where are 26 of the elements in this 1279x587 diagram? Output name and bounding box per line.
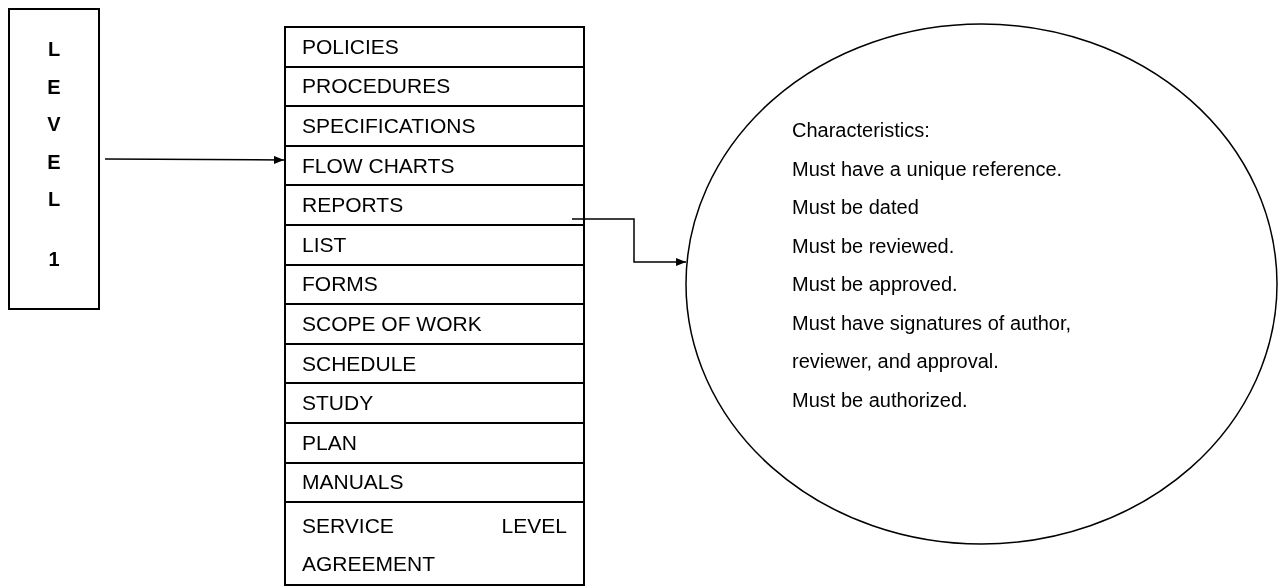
row-text: FLOW CHARTS: [302, 152, 455, 179]
row-text: SERVICE LEVEL AGREEMENT: [302, 513, 567, 578]
characteristic-text: Must have a unique reference.: [792, 156, 1064, 182]
vertical-label: LEVEL 1: [47, 37, 61, 272]
row-text: SCOPE OF WORK: [302, 310, 482, 337]
characteristic-text: Must be authorized.: [792, 387, 969, 413]
characteristic-text: Must be approved.: [792, 272, 959, 297]
characteristic-text: Must have signatures of author, reviewer, and approval.: [792, 310, 1073, 374]
characteristic-text: Must be dated: [792, 195, 920, 220]
row-text: REPORTS: [302, 192, 404, 219]
row-text: PROCEDURES: [302, 73, 451, 100]
row-text: FORMS: [302, 271, 378, 298]
list-box: [284, 26, 585, 586]
level-box: [8, 8, 100, 310]
characteristic-text: Must be reviewed.: [792, 233, 956, 259]
arrow: [104, 155, 285, 164]
row-text: POLICIES: [302, 33, 399, 60]
row-text: SCHEDULE: [302, 350, 417, 377]
heading-text: Characteristics:: [792, 118, 931, 143]
row-text: SPECIFICATIONS: [302, 113, 476, 139]
row-text: STUDY: [302, 390, 374, 417]
row-text: PLAN: [302, 429, 357, 456]
arrow: [571, 218, 687, 266]
characteristics-ellipse: [685, 23, 1278, 545]
row-text: MANUALS: [302, 469, 404, 496]
row-text: LIST: [302, 231, 347, 258]
